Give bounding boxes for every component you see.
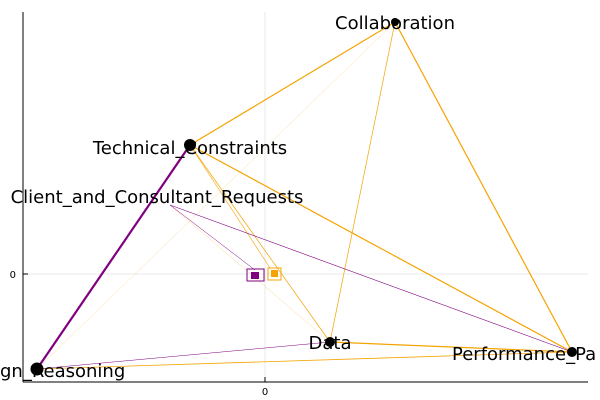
- x-axis-tick-label: 0: [262, 387, 268, 398]
- edge-technical-data: [189, 144, 331, 343]
- edges: [36, 21, 573, 370]
- label-collaboration: Collaboration: [335, 13, 455, 34]
- label-data: Data: [309, 333, 352, 354]
- legend-markers: [246, 267, 282, 282]
- node-labels: Collaboration Technical_Constraints Clie…: [0, 13, 596, 382]
- axes: 0 0: [10, 12, 588, 398]
- edge-data-performance: [329, 341, 573, 353]
- edge-design-data: [36, 341, 331, 370]
- edge-client-data: [169, 204, 331, 343]
- label-client-and-consultant-requests: Client_and_Consultant_Requests: [11, 187, 304, 208]
- label-technical-constraints: Technical_Constraints: [92, 138, 287, 159]
- purple-marker: [251, 272, 259, 279]
- edge-technical-center: [189, 144, 271, 269]
- node-collaboration: [391, 18, 399, 26]
- nodes: [30, 18, 577, 376]
- node-technical-constraints: [184, 139, 196, 151]
- edge-data-collaboration: [329, 21, 396, 343]
- edge-design-performance: [36, 351, 573, 370]
- edge-design-technical: [36, 144, 191, 370]
- node-performance: [567, 347, 577, 357]
- node-design-reasoning: [30, 362, 44, 376]
- orange-marker-frame: [267, 267, 282, 281]
- grid: [23, 12, 588, 382]
- edge-technical-performance: [189, 144, 573, 353]
- edge-client-performance: [169, 204, 573, 353]
- purple-marker-frame: [246, 268, 265, 282]
- edge-collaboration-performance: [394, 21, 573, 353]
- edge-client-center: [169, 204, 256, 271]
- orange-marker: [271, 270, 278, 277]
- y-axis-tick-label: 0: [10, 270, 16, 281]
- node-data: [325, 337, 335, 347]
- edge-design-collaboration: [36, 21, 396, 370]
- label-performance: Performance_Pa: [452, 344, 596, 365]
- label-design-reasoning: gn_Reasoning: [0, 361, 125, 382]
- edge-technical-collaboration: [189, 21, 396, 146]
